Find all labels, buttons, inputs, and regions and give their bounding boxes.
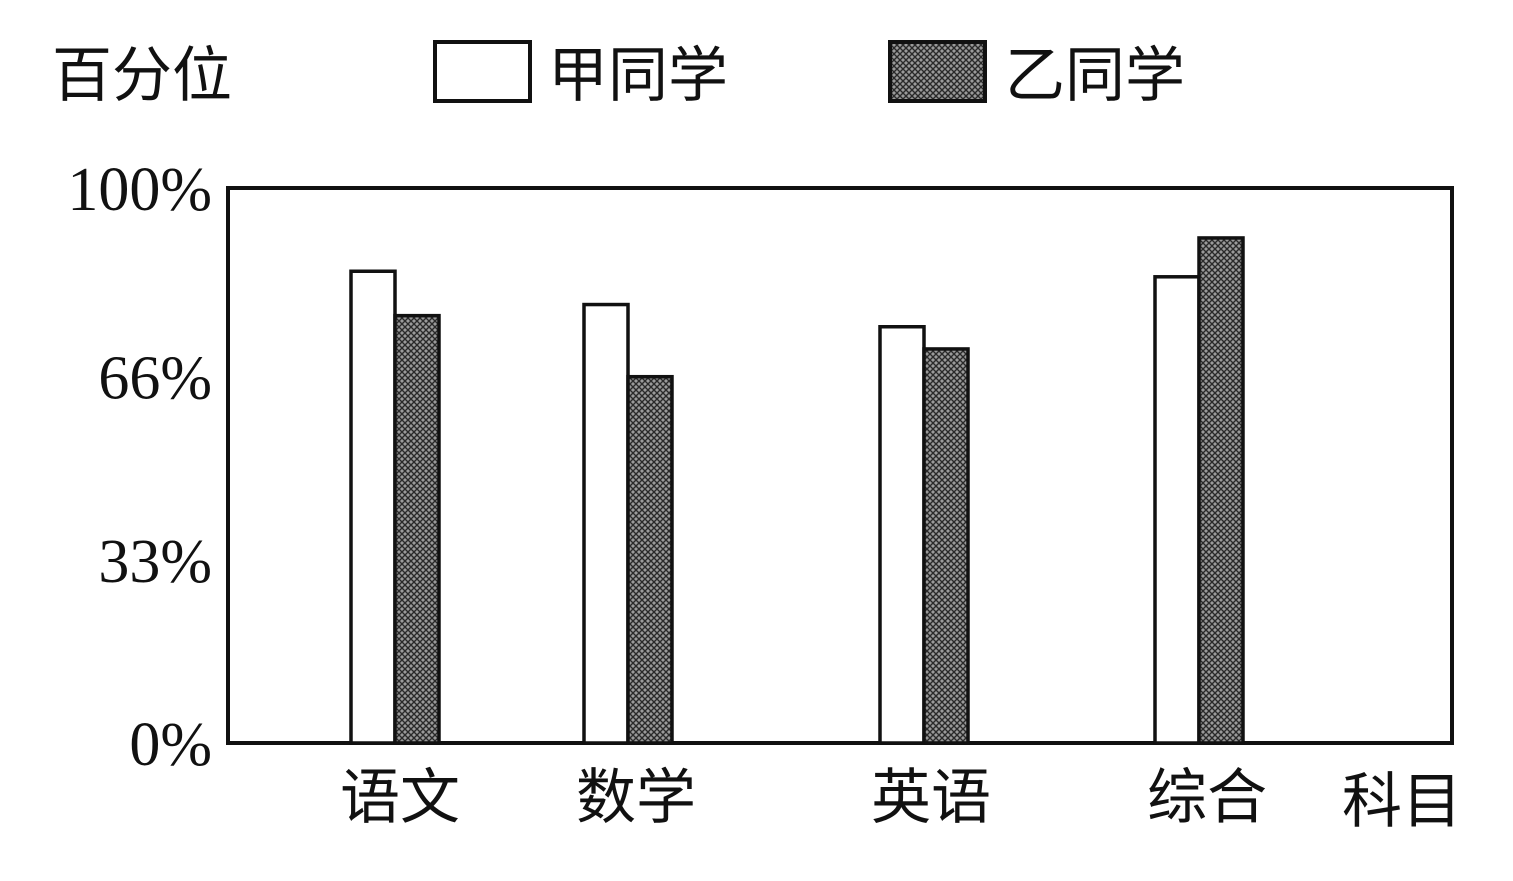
bar-series-1 bbox=[1153, 275, 1201, 745]
y-axis-title: 百分位 bbox=[52, 41, 232, 111]
plot-frame bbox=[226, 186, 1454, 745]
bar-series-2 bbox=[393, 313, 441, 745]
y-tick-label: 0% bbox=[129, 711, 212, 779]
x-ticks-group: 语文 数学 英语 综合 bbox=[340, 763, 1267, 833]
bar-series-2 bbox=[922, 347, 970, 745]
y-tick-label: 66% bbox=[98, 345, 212, 413]
bar-series-2 bbox=[1197, 236, 1245, 745]
legend-swatch-series-1 bbox=[433, 40, 532, 103]
x-tick-label: 综合 bbox=[1147, 763, 1267, 833]
legend: 甲同学 乙同学 bbox=[433, 40, 1185, 111]
legend-label-series-1: 甲同学 bbox=[548, 41, 728, 111]
bars-group bbox=[349, 236, 1245, 745]
bar-series-1 bbox=[349, 269, 397, 745]
legend-swatch-series-2 bbox=[888, 40, 987, 103]
bar-series-2 bbox=[626, 374, 674, 745]
y-ticks-group: 0% 33% 66% 100% bbox=[67, 156, 212, 779]
y-tick-label: 33% bbox=[98, 528, 212, 596]
bar-series-1 bbox=[878, 325, 926, 745]
x-axis-title: 科目 bbox=[1342, 767, 1462, 837]
y-tick-label: 100% bbox=[67, 156, 212, 224]
x-tick-label: 语文 bbox=[340, 763, 460, 833]
bar-series-1 bbox=[582, 302, 630, 745]
legend-label-series-2: 乙同学 bbox=[1005, 41, 1185, 111]
x-tick-label: 英语 bbox=[871, 763, 991, 833]
x-tick-label: 数学 bbox=[576, 763, 696, 833]
